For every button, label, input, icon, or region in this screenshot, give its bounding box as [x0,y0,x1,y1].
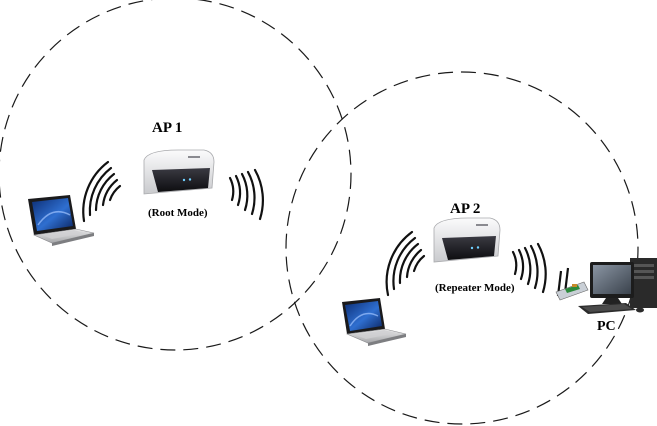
ap2-coverage-circle [285,71,639,425]
wireless-card-icon [555,267,589,301]
signal-waves-ap2-left [385,230,426,297]
laptop-1-icon [28,195,95,246]
ap1-title: AP 1 [152,120,183,136]
router-ap1-icon [143,149,215,195]
signal-waves-ap1-left [82,160,122,223]
ap1-coverage-circle [0,0,352,351]
ap2-title: AP 2 [450,201,481,217]
pc-label: PC [597,319,616,334]
ap2-mode-label: (Repeater Mode) [435,282,515,294]
laptop-2-icon [342,298,407,346]
desktop-pc-icon [578,258,657,314]
router-ap2-icon [433,217,501,263]
signal-waves-ap2-right [511,242,547,294]
signal-waves-ap1-right [228,168,264,221]
ap1-mode-label: (Root Mode) [148,207,208,219]
